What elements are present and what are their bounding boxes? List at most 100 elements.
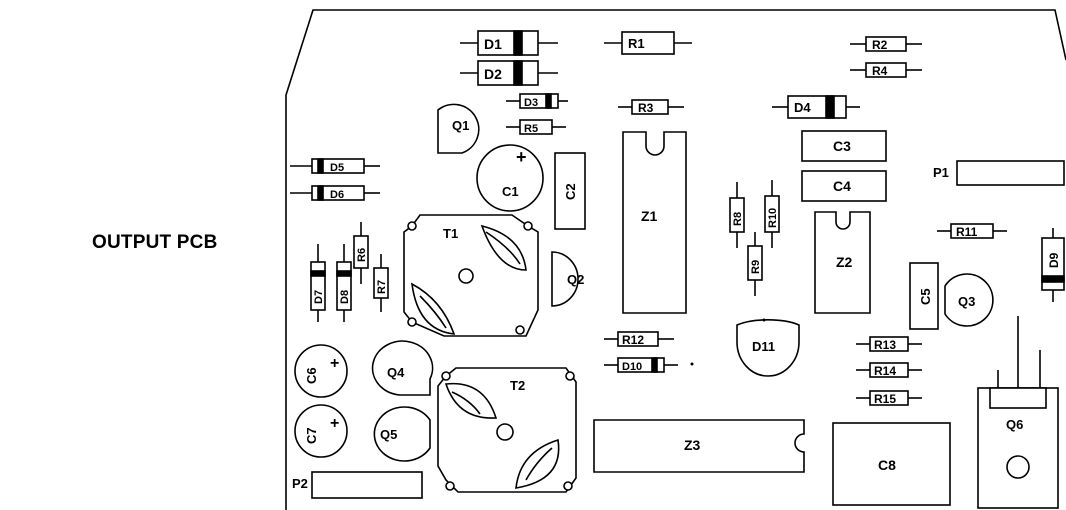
transistor-q1: Q1 (437, 103, 480, 154)
diode-d5: D5 (290, 158, 380, 174)
label-r4: R4 (872, 64, 888, 78)
capacitor-c4: C4 (801, 170, 887, 202)
label-d2: D2 (484, 66, 502, 82)
label-r2: R2 (872, 38, 888, 52)
label-q1: Q1 (452, 118, 469, 133)
label-r13: R13 (874, 338, 896, 352)
ic-z3: Z3 (593, 419, 805, 473)
ic-z2: Z2 (814, 211, 871, 314)
label-d7: D7 (313, 290, 325, 304)
resistor-r1: R1 (604, 31, 692, 55)
label-d3: D3 (524, 97, 538, 109)
label-c7: C7 (304, 427, 319, 444)
capacitor-c3: C3 (801, 130, 887, 162)
label-q6: Q6 (1006, 417, 1023, 432)
connector-p2: P2 (292, 471, 423, 499)
resistor-r4: R4 (850, 62, 922, 78)
label-r8: R8 (732, 212, 744, 226)
capacitor-c6: + C6 (294, 344, 348, 398)
diode-d11: D11 (736, 319, 800, 377)
label-r7: R7 (376, 280, 388, 294)
label-p1: P1 (933, 165, 949, 180)
label-r3: R3 (638, 101, 654, 115)
c7-polarity: + (330, 415, 339, 432)
label-d6: D6 (330, 189, 344, 201)
resistor-r6: R6 (353, 222, 369, 284)
label-z3: Z3 (684, 437, 701, 453)
ic-z1: Z1 (622, 131, 687, 314)
label-r10: R10 (767, 208, 779, 228)
label-d11: D11 (752, 339, 775, 354)
label-t1: T1 (443, 226, 458, 241)
resistor-r13: R13 (856, 336, 922, 352)
label-c8: C8 (878, 457, 896, 473)
capacitor-c8: C8 (832, 422, 951, 506)
transistor-q2: Q2 (551, 251, 584, 307)
label-q2: Q2 (567, 272, 584, 287)
c6-polarity: + (330, 355, 339, 372)
diode-d6: D6 (290, 185, 380, 201)
diode-d2: D2 (460, 60, 558, 86)
label-r11: R11 (956, 225, 978, 239)
label-r1: R1 (628, 36, 645, 51)
diode-d4: D4 (772, 95, 860, 119)
diode-d1: D1 (460, 30, 558, 56)
label-d1: D1 (484, 36, 502, 52)
label-c6: C6 (304, 367, 319, 384)
label-z2: Z2 (836, 254, 853, 270)
label-r6: R6 (356, 248, 368, 262)
resistor-r5: R5 (506, 119, 566, 135)
label-q5: Q5 (380, 427, 397, 442)
board-title: OUTPUT PCB (92, 232, 218, 253)
board-outline (285, 9, 1066, 510)
resistor-r14: R14 (856, 362, 922, 378)
transformer-t1: T1 (403, 214, 539, 337)
diode-d7: D7 (310, 244, 326, 322)
diode-d9: D9 (1041, 228, 1065, 302)
resistor-r7: R7 (373, 254, 389, 312)
connector-p1: P1 (933, 160, 1065, 186)
label-z1: Z1 (641, 208, 658, 224)
diode-d10: D10 (604, 357, 678, 373)
label-c1: C1 (502, 184, 519, 199)
label-d10: D10 (622, 361, 642, 373)
resistor-r8: R8 (729, 182, 745, 248)
capacitor-c2: C2 (554, 152, 586, 230)
capacitor-c7: + C7 (294, 404, 348, 458)
diode-d8: D8 (336, 244, 352, 322)
label-c5: C5 (918, 288, 933, 305)
transistor-q3: Q3 (944, 273, 994, 327)
label-r5: R5 (524, 123, 538, 135)
label-q3: Q3 (958, 294, 975, 309)
transformer-t2: T2 (437, 367, 577, 493)
resistor-r10: R10 (764, 180, 780, 248)
label-c3: C3 (833, 138, 851, 154)
transistor-q4: Q4 (371, 340, 434, 396)
resistor-r2: R2 (850, 36, 922, 52)
marker-dot (762, 318, 766, 322)
label-r14: R14 (874, 364, 896, 378)
label-r12: R12 (622, 333, 644, 347)
label-t2: T2 (510, 378, 525, 393)
label-d8: D8 (339, 290, 351, 304)
capacitor-c1: + C1 (476, 144, 544, 212)
label-c4: C4 (833, 178, 851, 194)
capacitor-c5: C5 (909, 262, 939, 330)
label-c2: C2 (563, 183, 578, 200)
c1-polarity: + (516, 147, 527, 167)
label-d4: D4 (794, 100, 811, 115)
label-q4: Q4 (387, 365, 405, 380)
marker-dot (690, 362, 694, 366)
resistor-r12: R12 (604, 331, 674, 347)
label-p2: P2 (292, 476, 308, 491)
label-r15: R15 (874, 392, 896, 406)
transistor-q5: Q5 (373, 406, 431, 462)
resistor-r9: R9 (747, 232, 763, 296)
diode-d3: D3 (506, 93, 568, 109)
label-r9: R9 (750, 260, 762, 274)
label-d5: D5 (330, 162, 344, 174)
label-d9: D9 (1047, 252, 1061, 268)
transistor-q6: Q6 (977, 316, 1059, 509)
resistor-r3: R3 (618, 99, 684, 115)
